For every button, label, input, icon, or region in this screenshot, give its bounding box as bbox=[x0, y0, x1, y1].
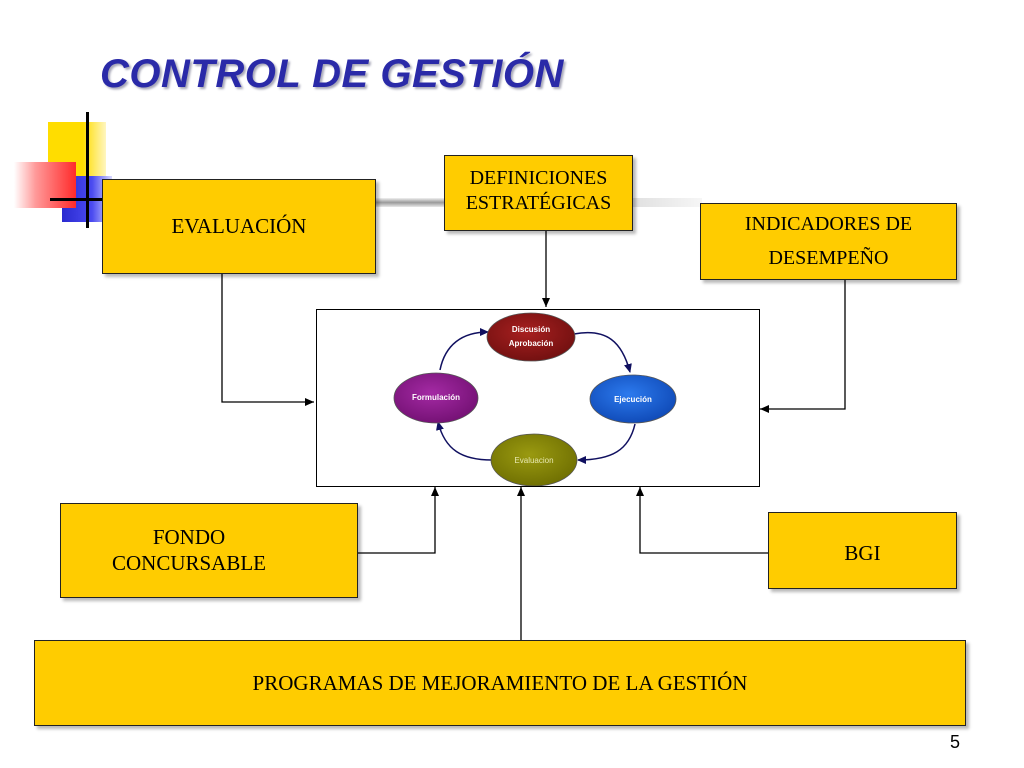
cycle-arrow-evaluacion-to-formulacion bbox=[436, 421, 493, 461]
box-programas-mejoramiento: PROGRAMAS DE MEJORAMIENTO DE LA GESTIÓN bbox=[34, 640, 966, 726]
node-evaluacion: Evaluacion bbox=[490, 433, 578, 486]
cycle-arrow-discusion-to-ejecucion bbox=[573, 332, 632, 373]
box-indicadores-desempeno: INDICADORES DE DESEMPEÑO bbox=[700, 203, 957, 280]
cycle-diagram: Discusión Aprobación Ejecución Evaluacio… bbox=[393, 312, 677, 486]
decorative-vertical-line bbox=[86, 112, 89, 228]
box-evaluacion: EVALUACIÓN bbox=[102, 179, 376, 274]
box-definiciones-line-2: ESTRATÉGICAS bbox=[465, 192, 612, 214]
box-fondo-line-1: FONDO bbox=[152, 525, 226, 549]
node-formulacion-label: Formulación bbox=[412, 393, 460, 402]
box-fondo-concursable: FONDO CONCURSABLE bbox=[60, 503, 358, 598]
node-formulacion: Formulación bbox=[393, 372, 479, 424]
node-discusion-aprobacion: Discusión Aprobación bbox=[486, 312, 576, 362]
slide-title: CONTROL DE GESTIÓN bbox=[100, 52, 564, 96]
page-number: 5 bbox=[950, 732, 961, 752]
box-bgi-label: BGI bbox=[844, 541, 881, 565]
cycle-arrow-formulacion-to-discusion bbox=[439, 328, 489, 371]
box-bgi: BGI bbox=[768, 512, 957, 589]
gray-connector-bar-right bbox=[632, 198, 702, 207]
box-fondo-line-2: CONCURSABLE bbox=[111, 551, 267, 575]
arrow-fondo-to-cycle bbox=[358, 487, 439, 554]
arrow-evaluacion-to-cycle bbox=[221, 274, 314, 406]
node-discusion-line-2: Aprobación bbox=[509, 339, 554, 348]
gray-connector-bar bbox=[376, 198, 446, 207]
decorative-horizontal-line bbox=[50, 198, 140, 201]
node-ejecucion: Ejecución bbox=[589, 374, 677, 424]
box-indicadores-line-1: INDICADORES DE bbox=[744, 213, 913, 235]
box-programas-label: PROGRAMAS DE MEJORAMIENTO DE LA GESTIÓN bbox=[252, 671, 748, 695]
node-ejecucion-label: Ejecución bbox=[614, 395, 652, 404]
cycle-arrow-ejecucion-to-evaluacion bbox=[577, 423, 636, 464]
box-definiciones-line-1: DEFINICIONES bbox=[469, 167, 608, 189]
box-definiciones-estrategicas: DEFINICIONES ESTRATÉGICAS bbox=[444, 155, 633, 231]
arrow-indicadores-to-cycle bbox=[760, 279, 846, 413]
arrow-bgi-to-cycle bbox=[636, 487, 768, 554]
box-indicadores-line-2: DESEMPEÑO bbox=[768, 247, 889, 269]
node-evaluacion-label: Evaluacion bbox=[514, 456, 553, 465]
box-evaluacion-label: EVALUACIÓN bbox=[171, 214, 307, 238]
cycle-frame: Discusión Aprobación Ejecución Evaluacio… bbox=[316, 309, 760, 487]
node-discusion-line-1: Discusión bbox=[512, 325, 550, 334]
